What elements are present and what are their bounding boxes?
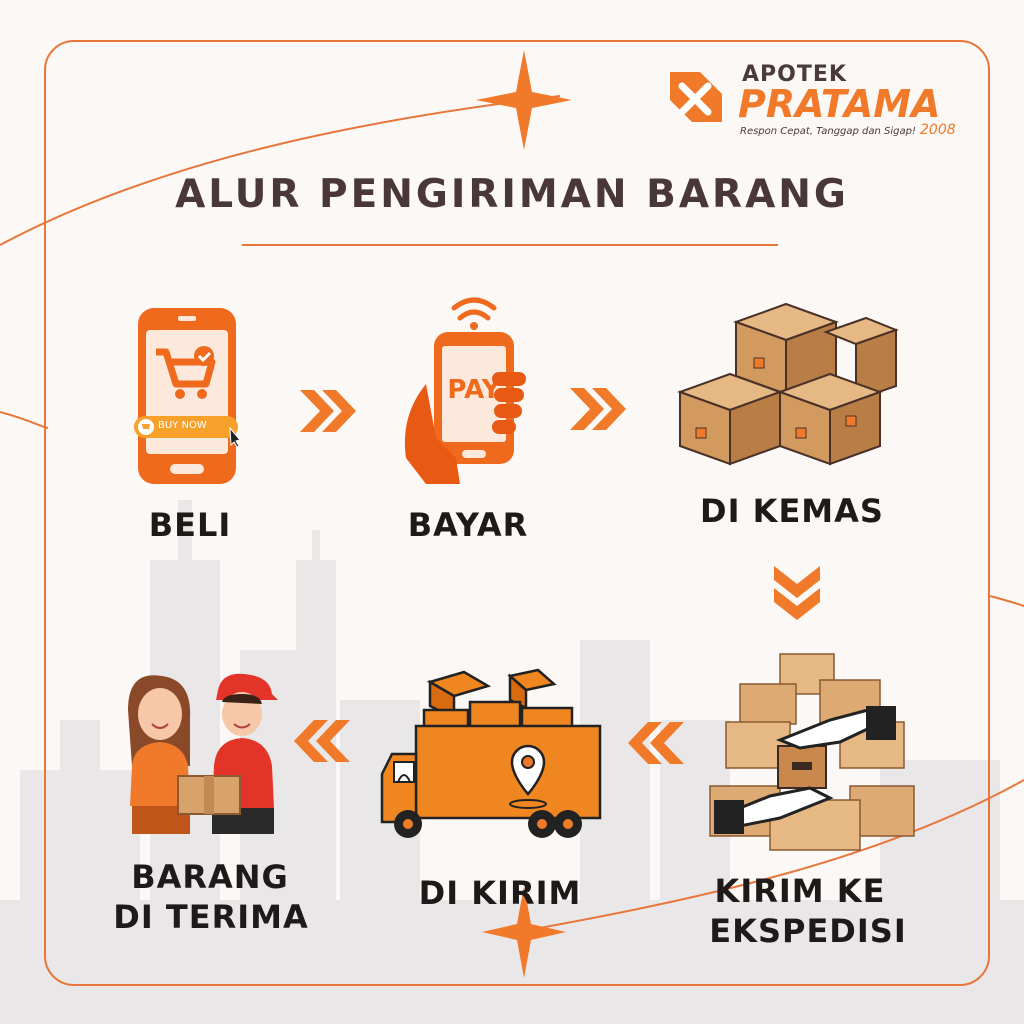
- step-label-di-terima: DI TERIMA: [113, 898, 309, 936]
- logo-apotek: APOTEK: [742, 62, 847, 87]
- phone-pay-icon: PAY: [404, 297, 526, 484]
- step-label-di-kirim: DI KIRIM: [418, 874, 582, 912]
- boxes-icon: [677, 302, 899, 466]
- sparkle-icon: [482, 886, 566, 978]
- logo-pratama: PRATAMA: [738, 82, 941, 126]
- apotek-pratama-logo: APOTEK PRATAMA Respon Cepat, Tanggap dan…: [664, 62, 964, 142]
- hands-box-icon: [709, 653, 915, 851]
- chevron-icon: [570, 388, 626, 430]
- step-label-bayar: BAYAR: [407, 506, 529, 544]
- handover-icon: [128, 673, 278, 834]
- chevron-icon: [774, 566, 820, 620]
- chevron-icon: [300, 390, 356, 432]
- step-label-di-kemas: DI KEMAS: [700, 492, 884, 530]
- step-label-barang: BARANG: [131, 858, 289, 896]
- chevron-icon: [294, 720, 350, 762]
- phone-cart-icon: [134, 308, 241, 484]
- logo-year: 2008: [920, 122, 956, 138]
- step-label-ekspedisi: EKSPEDISI: [709, 912, 907, 950]
- swoosh-lines: [0, 95, 1024, 936]
- page-title: ALUR PENGIRIMAN BARANG: [175, 172, 849, 217]
- sparkle-icon: [476, 50, 572, 150]
- chevron-icon: [628, 722, 684, 764]
- step-label-kirim-ke: KIRIM KE: [714, 872, 886, 910]
- logo-tagline: Respon Cepat, Tanggap dan Sigap!: [740, 126, 917, 137]
- badge-buy-now: BUY NOW: [158, 420, 207, 431]
- truck-icon: [380, 668, 602, 838]
- step-label-beli: BELI: [148, 506, 232, 544]
- content-frame: [44, 40, 990, 986]
- title-divider: [242, 244, 778, 246]
- logo-mark-icon: [670, 72, 722, 122]
